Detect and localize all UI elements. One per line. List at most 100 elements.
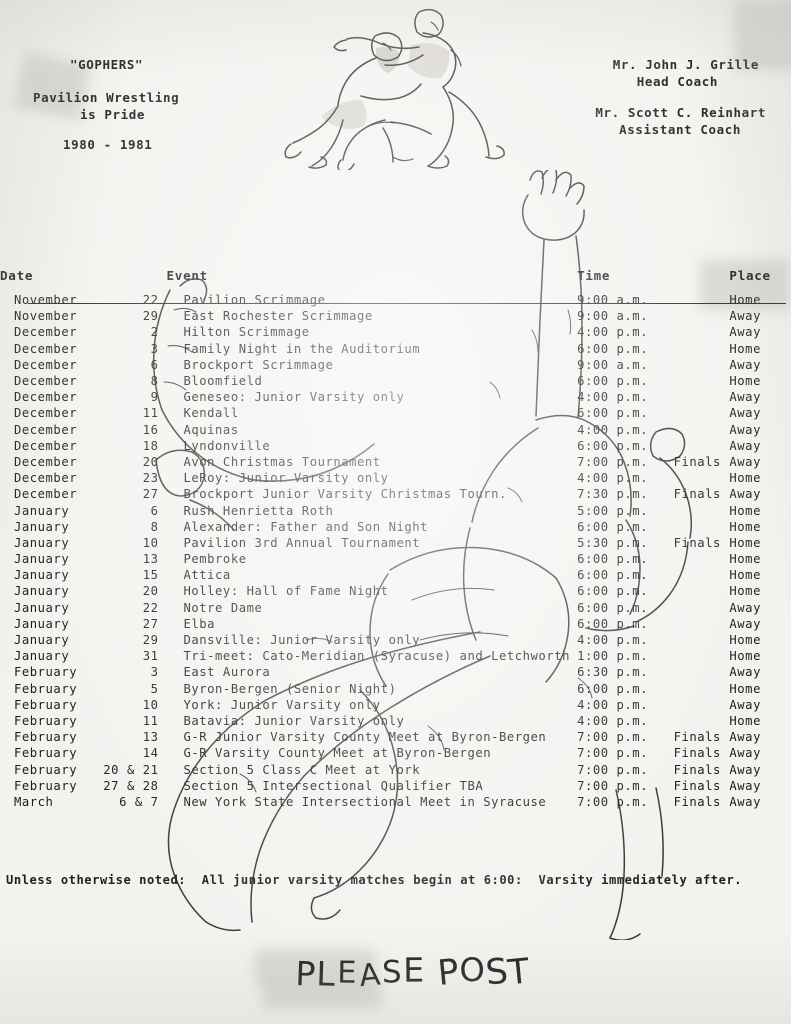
row-month: February	[0, 729, 99, 745]
row-note	[674, 324, 730, 340]
table-row: January13Pembroke6:00 p.m.Home	[0, 551, 791, 567]
row-place: Away	[729, 308, 791, 324]
row-place: Away	[729, 697, 791, 713]
team-nickname: "GOPHERS"	[70, 57, 143, 72]
row-event: Section 5 Class C Meet at York	[167, 761, 578, 777]
table-row: December3Family Night in the Auditorium6…	[0, 341, 791, 357]
table-row: February14G-R Varsity County Meet at Byr…	[0, 745, 791, 761]
row-note: Finals	[674, 535, 730, 551]
row-month: November	[0, 308, 99, 324]
column-header-note-spacer	[674, 268, 730, 292]
row-time: 4:00 p.m.	[577, 697, 674, 713]
row-event: Alexander: Father and Son Night	[167, 519, 578, 535]
row-day: 20	[99, 583, 166, 599]
row-note: Finals	[674, 486, 730, 502]
row-event: Brockport Scrimmage	[167, 357, 578, 373]
row-place: Home	[729, 341, 791, 357]
row-month: December	[0, 454, 99, 470]
row-event: G-R Junior Varsity County Meet at Byron-…	[167, 729, 578, 745]
row-time: 7:00 p.m.	[577, 761, 674, 777]
table-row: January31Tri-meet: Cato-Meridian (Syracu…	[0, 648, 791, 664]
row-day: 13	[99, 729, 166, 745]
row-place: Away	[729, 761, 791, 777]
row-time: 6:00 p.m.	[577, 405, 674, 421]
row-time: 7:00 p.m.	[577, 794, 674, 810]
assistant-coach-name: Mr. Scott C. Reinhart	[595, 105, 766, 120]
column-header-event: Event	[167, 268, 578, 292]
row-time: 5:30 p.m.	[577, 535, 674, 551]
table-row: January15Attica6:00 p.m.Home	[0, 567, 791, 583]
row-event: Avon Christmas Tournament	[167, 454, 578, 470]
row-time: 7:00 p.m.	[577, 778, 674, 794]
please-post-stamp: PLEASE POST	[296, 952, 531, 995]
row-place: Home	[729, 648, 791, 664]
row-place: Away	[729, 389, 791, 405]
table-row: January8Alexander: Father and Son Night6…	[0, 519, 791, 535]
row-day: 27	[99, 486, 166, 502]
row-day: 6	[99, 502, 166, 518]
row-note	[674, 583, 730, 599]
row-day: 20 & 21	[99, 761, 166, 777]
row-place: Away	[729, 616, 791, 632]
row-time: 4:00 p.m.	[577, 389, 674, 405]
row-event: Aquinas	[167, 422, 578, 438]
table-row: February27 & 28Section 5 Intersectional …	[0, 778, 791, 794]
row-place: Home	[729, 632, 791, 648]
row-note	[674, 357, 730, 373]
row-place: Home	[729, 519, 791, 535]
row-month: February	[0, 697, 99, 713]
row-note	[674, 697, 730, 713]
row-month: December	[0, 405, 99, 421]
row-event: Rush Henrietta Roth	[167, 502, 578, 518]
row-event: York: Junior Varsity only	[167, 697, 578, 713]
row-day: 6 & 7	[99, 794, 166, 810]
row-place: Away	[729, 422, 791, 438]
table-row: January29Dansville: Junior Varsity only4…	[0, 632, 791, 648]
table-row: February3East Aurora6:30 p.m.Away	[0, 664, 791, 680]
column-header-place: Place	[729, 268, 791, 292]
row-place: Home	[729, 681, 791, 697]
table-row: December9Geneseo: Junior Varsity only4:0…	[0, 389, 791, 405]
row-place: Home	[729, 373, 791, 389]
row-month: March	[0, 794, 99, 810]
row-day: 18	[99, 438, 166, 454]
row-day: 2	[99, 324, 166, 340]
row-event: Byron-Bergen (Senior Night)	[167, 681, 578, 697]
schedule-table-wrapper: Date Event Time Place November22Pavilion…	[0, 268, 791, 810]
row-note	[674, 373, 730, 389]
row-time: 4:00 p.m.	[577, 713, 674, 729]
row-time: 7:00 p.m.	[577, 745, 674, 761]
row-day: 15	[99, 567, 166, 583]
row-day: 10	[99, 697, 166, 713]
table-row: January10Pavilion 3rd Annual Tournament5…	[0, 535, 791, 551]
row-day: 6	[99, 357, 166, 373]
row-note	[674, 308, 730, 324]
row-month: January	[0, 648, 99, 664]
row-day: 11	[99, 713, 166, 729]
row-day: 20	[99, 454, 166, 470]
table-row: February5Byron-Bergen (Senior Night)6:00…	[0, 681, 791, 697]
row-time: 6:30 p.m.	[577, 664, 674, 680]
row-time: 9:00 a.m.	[577, 308, 674, 324]
row-place: Home	[729, 551, 791, 567]
row-month: February	[0, 713, 99, 729]
table-row: December20Avon Christmas Tournament7:00 …	[0, 454, 791, 470]
row-event: Attica	[167, 567, 578, 583]
table-row: December18Lyndonville6:00 p.m.Away	[0, 438, 791, 454]
row-note	[674, 551, 730, 567]
row-month: December	[0, 389, 99, 405]
row-time: 6:00 p.m.	[577, 616, 674, 632]
row-month: February	[0, 664, 99, 680]
row-month: January	[0, 502, 99, 518]
row-event: Kendall	[167, 405, 578, 421]
row-place: Away	[729, 664, 791, 680]
row-event: Batavia: Junior Varsity only	[167, 713, 578, 729]
row-note: Finals	[674, 745, 730, 761]
row-day: 3	[99, 664, 166, 680]
row-event: Elba	[167, 616, 578, 632]
row-month: February	[0, 761, 99, 777]
row-note	[674, 470, 730, 486]
row-note	[674, 567, 730, 583]
row-place: Away	[729, 794, 791, 810]
